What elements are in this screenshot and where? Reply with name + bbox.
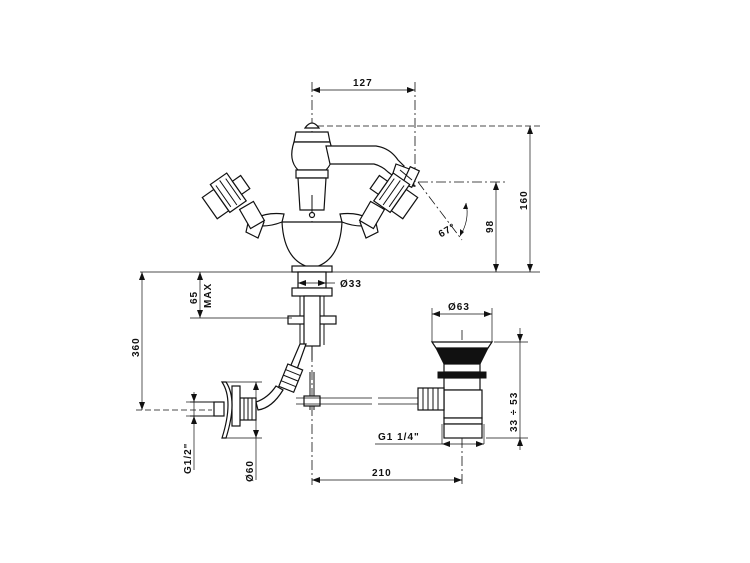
dim-tap-to-waste: 210 <box>312 468 462 483</box>
dim-waste-thread: G1 1/4" <box>375 424 485 447</box>
dim-tap-diameter: Ø33 <box>298 279 362 290</box>
below-deck-label: 360 <box>131 337 142 357</box>
dim-below-deck: 360 <box>131 272 212 411</box>
mounting-shank <box>287 271 337 360</box>
center-lines <box>311 82 463 485</box>
mixer-body <box>281 122 343 273</box>
dim-spout-reach: 127 <box>312 78 415 93</box>
right-handle <box>339 172 419 239</box>
dim-total-height: 160 <box>318 125 540 272</box>
supply-hose <box>255 343 307 411</box>
total-height-label: 160 <box>519 190 530 210</box>
left-handle <box>201 172 285 239</box>
tap-to-waste-label: 210 <box>372 468 392 479</box>
rosette-diameter-label: Ø60 <box>245 460 256 482</box>
max-deck-label: 65 <box>189 291 200 304</box>
angle-label: 67° <box>437 222 458 241</box>
max-deck-suffix: MAX <box>203 283 214 308</box>
waste-thread-label: G1 1/4" <box>378 432 420 443</box>
tap-diameter-label: Ø33 <box>340 279 362 290</box>
spout-height-label: 98 <box>485 220 496 233</box>
dim-waste-length: 33 ÷ 53 <box>486 328 528 450</box>
dim-rosette-diameter: Ø60 <box>226 381 262 482</box>
dim-waste-diameter: Ø63 <box>431 302 493 342</box>
waste-diameter-label: Ø63 <box>448 302 470 313</box>
dim-max-deck: 65 MAX <box>189 272 292 319</box>
waste-assembly <box>417 341 494 439</box>
dim-connection-thread: G1/2" <box>183 392 200 474</box>
spout-reach-label: 127 <box>353 78 373 89</box>
dim-spout-height: 98 <box>485 182 499 272</box>
connection-thread-label: G1/2" <box>183 443 194 474</box>
pop-up-rod <box>296 372 420 410</box>
waste-length-label: 33 ÷ 53 <box>509 392 520 432</box>
